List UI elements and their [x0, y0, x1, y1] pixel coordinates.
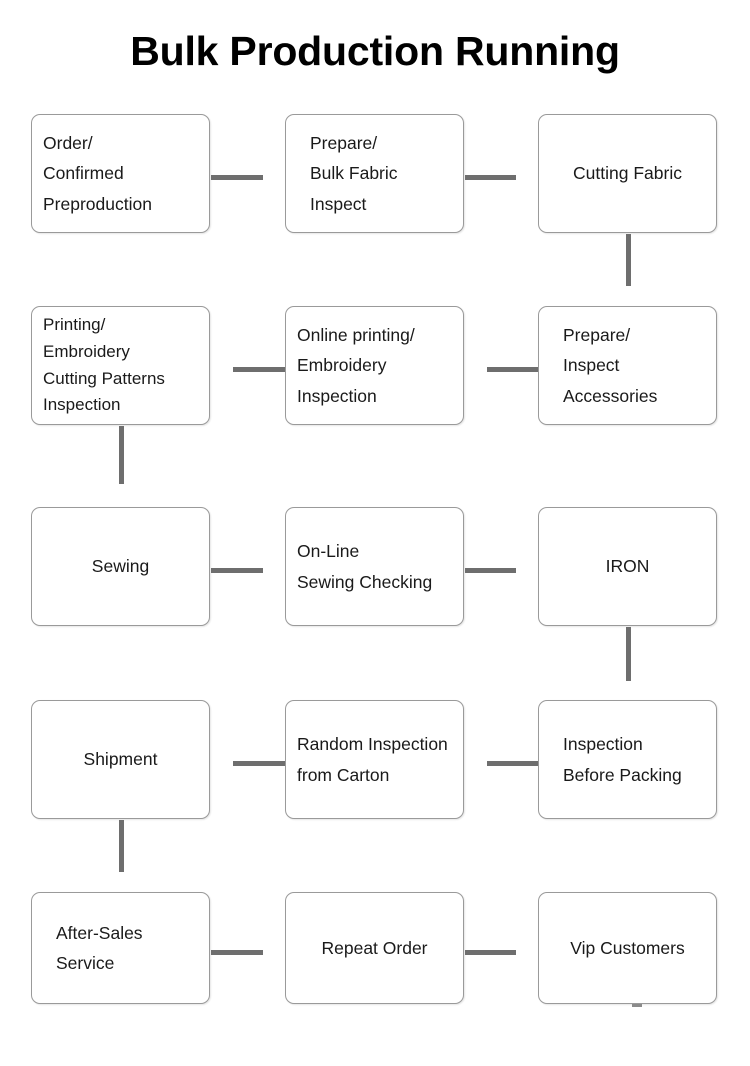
- arrow-shaft: [465, 567, 516, 573]
- flow-node-iron[interactable]: IRON: [538, 507, 717, 626]
- flow-node-prepare-bulk-fabric-inspect[interactable]: Prepare/ Bulk Fabric Inspect: [285, 114, 464, 233]
- connector-stub: [632, 1004, 642, 1007]
- flow-node-after-sales-service[interactable]: After-Sales Service: [31, 892, 210, 1004]
- flow-arrow-prepare-bulk-fabric-to-cutting-fabric: [465, 160, 538, 194]
- flow-arrow-after-sales-service-to-repeat-order: [211, 935, 285, 969]
- arrow-shaft: [625, 627, 631, 681]
- flow-arrow-sewing-to-on-line-sewing-checking: [211, 553, 285, 587]
- arrow-shaft: [211, 949, 263, 955]
- arrow-shaft: [465, 949, 516, 955]
- flow-node-label: Prepare/ Bulk Fabric Inspect: [310, 133, 398, 214]
- flow-arrow-on-line-sewing-checking-to-iron: [465, 553, 538, 587]
- arrow-shaft: [465, 174, 516, 180]
- flow-node-label: Random Inspection from Carton: [297, 734, 448, 785]
- flow-node-random-inspection-from-carton[interactable]: Random Inspection from Carton: [285, 700, 464, 819]
- arrow-shaft: [118, 426, 124, 484]
- arrow-shaft: [233, 760, 285, 766]
- flow-node-label: Cutting Fabric: [573, 163, 682, 184]
- flow-node-label: Prepare/ Inspect Accessories: [563, 325, 658, 406]
- flow-node-cutting-fabric[interactable]: Cutting Fabric: [538, 114, 717, 233]
- arrow-shaft: [211, 174, 263, 180]
- flow-node-label: Shipment: [83, 749, 158, 770]
- flow-arrow-random-inspection-to-shipment: [211, 746, 285, 780]
- flow-node-printing-embroidery-cutting-patterns-inspection[interactable]: Printing/ Embroidery Cutting Patterns In…: [31, 306, 210, 425]
- flow-arrow-order-to-prepare-bulk-fabric: [211, 160, 285, 194]
- flow-arrow-inspection-before-packing-to-random-inspection: [465, 746, 538, 780]
- flow-arrow-iron-to-inspection-before-packing: [611, 627, 645, 702]
- arrow-shaft: [211, 567, 263, 573]
- flow-node-vip-customers[interactable]: Vip Customers: [538, 892, 717, 1004]
- arrow-shaft: [118, 820, 124, 872]
- flow-node-label: Online printing/ Embroidery Inspection: [297, 325, 415, 406]
- flow-node-label: Order/ Confirmed Preproduction: [43, 133, 152, 214]
- flow-arrow-accessories-to-online-printing: [465, 352, 538, 386]
- flow-node-label: IRON: [605, 556, 650, 577]
- arrow-shaft: [487, 760, 538, 766]
- flow-arrow-cutting-fabric-to-prepare-inspect-accessories: [611, 234, 645, 306]
- flow-node-label: After-Sales Service: [56, 922, 143, 973]
- flow-node-on-line-sewing-checking[interactable]: On-Line Sewing Checking: [285, 507, 464, 626]
- flow-node-order-confirmed-preproduction[interactable]: Order/ Confirmed Preproduction: [31, 114, 210, 233]
- page-title: Bulk Production Running: [130, 28, 620, 74]
- flow-node-inspection-before-packing[interactable]: Inspection Before Packing: [538, 700, 717, 819]
- arrow-shaft: [487, 366, 538, 372]
- flow-node-label: Repeat Order: [321, 937, 428, 958]
- flow-arrow-online-printing-to-printing-embroidery: [211, 352, 285, 386]
- flow-node-online-printing-embroidery-inspection[interactable]: Online printing/ Embroidery Inspection: [285, 306, 464, 425]
- flow-node-label: Vip Customers: [570, 937, 685, 958]
- flow-arrow-printing-embroidery-to-sewing: [104, 426, 138, 506]
- flow-arrow-shipment-to-after-sales-service: [104, 820, 138, 892]
- arrow-shaft: [625, 234, 631, 286]
- arrow-shaft: [233, 366, 285, 372]
- flow-node-label: On-Line Sewing Checking: [297, 541, 433, 592]
- flow-node-repeat-order[interactable]: Repeat Order: [285, 892, 464, 1004]
- flow-node-prepare-inspect-accessories[interactable]: Prepare/ Inspect Accessories: [538, 306, 717, 425]
- flow-node-shipment[interactable]: Shipment: [31, 700, 210, 819]
- flow-node-label: Printing/ Embroidery Cutting Patterns In…: [43, 315, 165, 415]
- flow-node-label: Sewing: [91, 556, 150, 577]
- flow-node-label: Inspection Before Packing: [563, 734, 682, 785]
- flow-arrow-repeat-order-to-vip-customers: [465, 935, 538, 969]
- flow-node-sewing[interactable]: Sewing: [31, 507, 210, 626]
